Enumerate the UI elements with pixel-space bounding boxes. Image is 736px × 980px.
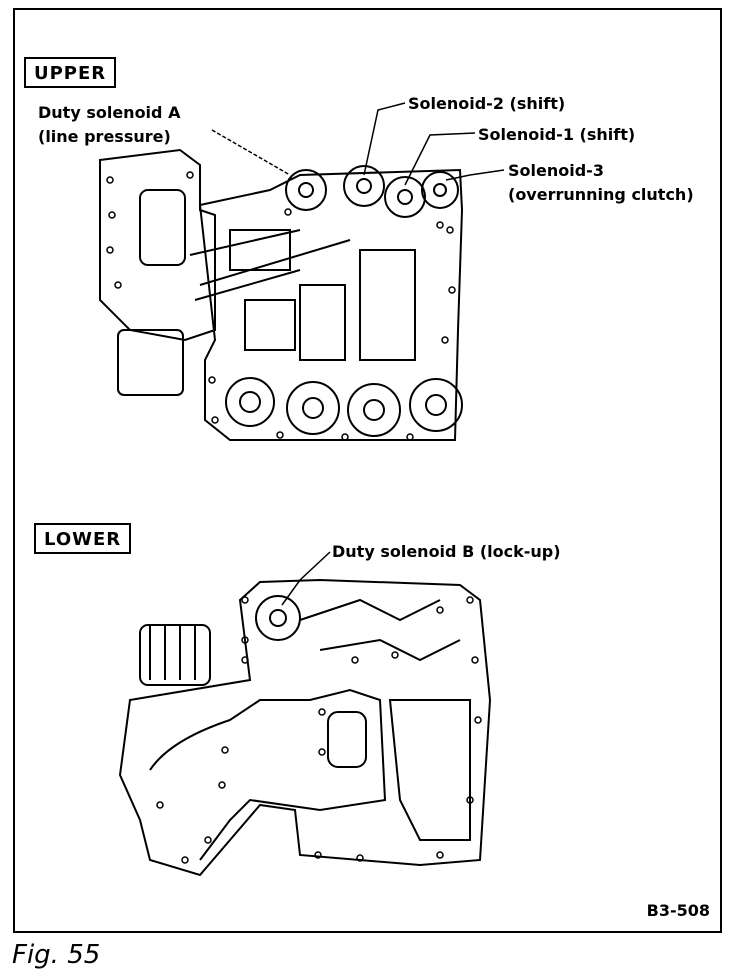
figure-frame bbox=[13, 8, 722, 933]
solenoid-3-sublabel: (overrunning clutch) bbox=[508, 185, 694, 204]
upper-valve-body bbox=[99, 148, 464, 441]
figure-caption: Fig. 55 bbox=[12, 940, 101, 970]
duty-solenoid-b-label: Duty solenoid B (lock-up) bbox=[332, 542, 561, 561]
callout-leaders bbox=[211, 102, 505, 606]
solenoid-3-label: Solenoid-3 bbox=[508, 161, 604, 180]
lower-valve-body bbox=[118, 578, 492, 877]
upper-section-label: UPPER bbox=[24, 57, 117, 88]
duty-solenoid-a-label: Duty solenoid A bbox=[38, 103, 181, 122]
solenoid-2-label: Solenoid-2 (shift) bbox=[408, 94, 566, 113]
solenoid-1-label: Solenoid-1 (shift) bbox=[478, 125, 636, 144]
figure-code: B3-508 bbox=[646, 901, 710, 920]
lower-section-label: LOWER bbox=[34, 523, 132, 554]
duty-solenoid-a-sublabel: (line pressure) bbox=[38, 127, 171, 146]
